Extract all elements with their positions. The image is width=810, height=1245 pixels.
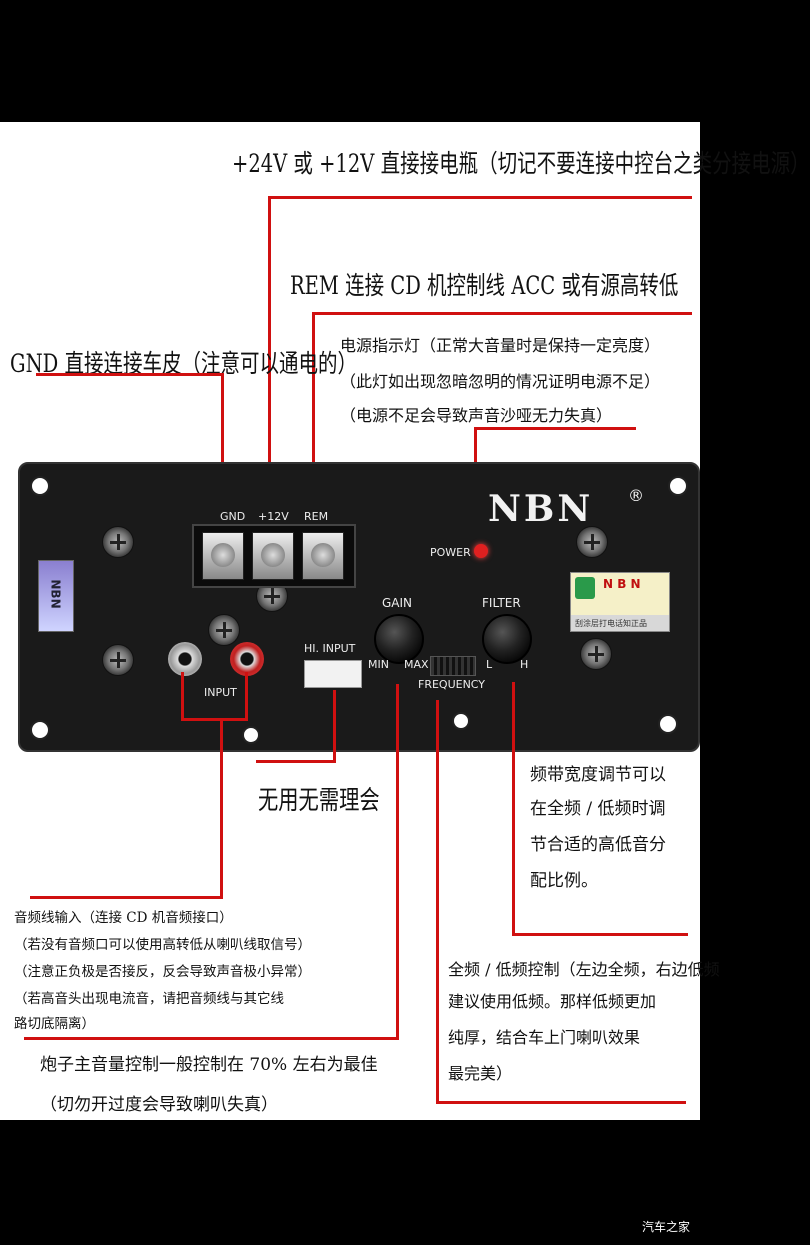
annotation-line (24, 1037, 399, 1040)
annotation-line (312, 312, 315, 496)
annotation-line (268, 196, 271, 496)
hi-input-connector[interactable] (304, 660, 362, 688)
annotation-input-3: （注意正负极是否接反，反会导致声音极小异常） (14, 964, 311, 980)
annotation-line (220, 718, 223, 898)
terminal-rem-screw[interactable] (302, 532, 344, 580)
terminal-12v-screw[interactable] (252, 532, 294, 580)
annotation-input-1: 音频线输入（连接 CD 机音频接口） (14, 910, 233, 926)
frequency-label: FREQUENCY (418, 678, 486, 691)
screw-icon (102, 526, 134, 558)
annotation-hi-input: 无用无需理会 (258, 786, 380, 816)
annotation-line (396, 684, 399, 1040)
input-label: INPUT (204, 686, 237, 699)
annotation-frequency-3: 节合适的高低音分 (530, 835, 666, 855)
annotation-line (221, 373, 224, 496)
watermark: 汽车之家 (641, 1220, 690, 1234)
sticker-logo-icon (575, 577, 595, 599)
mount-hole (30, 476, 50, 496)
terminal-rem-label: REM (304, 510, 329, 523)
hi-input-label: HI. INPUT (304, 642, 356, 655)
filter-h-label: H (520, 658, 529, 671)
power-led (474, 544, 488, 558)
product-diagram: +24V 或 +12V 直接接电瓶（切记不要连接中控台之类分接电源） REM 连… (0, 122, 810, 1120)
annotation-line (256, 760, 336, 763)
side-label: NBN (38, 560, 74, 632)
mount-hole (668, 476, 688, 496)
mount-hole (242, 726, 260, 744)
annotation-gain-1: 炮子主音量控制一般控制在 70% 左右为最佳 (40, 1055, 378, 1075)
rca-input-left[interactable] (168, 642, 202, 676)
annotation-rem: REM 连接 CD 机控制线 ACC 或有源高转低 (290, 271, 679, 300)
annotation-line (245, 672, 248, 720)
annotation-gain-2: （切勿开过度会导致喇叭失真） (40, 1095, 278, 1115)
registered-mark: ® (628, 486, 644, 505)
annotation-power-supply: +24V 或 +12V 直接接电瓶（切记不要连接中控台之类分接电源） (232, 149, 810, 178)
screw-icon (576, 526, 608, 558)
annotation-line (512, 682, 515, 936)
annotation-line (476, 427, 636, 430)
screw-icon (208, 614, 240, 646)
annotation-input-5: 路切底隔离） (14, 1016, 95, 1032)
warranty-sticker: N B N 刮涂层打电话知正品 (570, 572, 670, 632)
annotation-line (512, 933, 688, 936)
annotation-filter-4: 最完美） (448, 1064, 513, 1083)
mount-hole (452, 712, 470, 730)
gain-label: GAIN (382, 596, 413, 610)
terminal-gnd-screw[interactable] (202, 532, 244, 580)
annotation-filter-1: 全频 / 低频控制（左边全频，右边低频 (448, 960, 720, 979)
annotation-line (333, 690, 336, 762)
annotation-line (314, 312, 692, 315)
amplifier-panel: NBN GND +12V REM NBN ® POWER N B N 刮涂层打电… (18, 462, 700, 752)
gain-knob[interactable] (374, 614, 424, 664)
annotation-line (436, 1101, 686, 1104)
terminal-gnd-label: GND (220, 510, 246, 523)
gain-min-label: MIN (368, 658, 389, 671)
annotation-line (181, 718, 248, 721)
annotation-line (30, 896, 223, 899)
brand-logo: NBN (488, 488, 594, 530)
annotation-frequency-4: 配比例。 (530, 871, 598, 891)
filter-knob[interactable] (482, 614, 532, 664)
annotation-power-led-3: （电源不足会导致声音沙哑无力失真） (340, 406, 613, 425)
gain-max-label: MAX (404, 658, 429, 671)
power-terminal-block[interactable] (192, 524, 356, 588)
screw-icon (580, 638, 612, 670)
annotation-line (436, 700, 439, 1104)
annotation-line (270, 196, 692, 199)
annotation-power-led-1: 电源指示灯（正常大音量时是保持一定亮度） (340, 336, 661, 355)
annotation-power-led-2: （此灯如出现忽暗忽明的情况证明电源不足） (340, 372, 661, 391)
annotation-frequency-1: 频带宽度调节可以 (530, 765, 666, 785)
annotation-input-2: （若没有音频口可以使用高转低从喇叭线取信号） (14, 937, 311, 953)
mount-hole (658, 714, 678, 734)
filter-l-label: L (486, 658, 493, 671)
annotation-line (181, 672, 184, 720)
frequency-switch[interactable] (430, 656, 476, 676)
annotation-filter-3: 纯厚，结合车上门喇叭效果 (448, 1028, 641, 1047)
screw-icon (102, 644, 134, 676)
annotation-frequency-2: 在全频 / 低频时调 (530, 799, 666, 819)
power-label: POWER (430, 546, 471, 559)
annotation-line (36, 373, 224, 376)
annotation-input-4: （若高音头出现电流音，请把音频线与其它线 (14, 991, 284, 1007)
rca-input-right[interactable] (230, 642, 264, 676)
terminal-12v-label: +12V (258, 510, 289, 523)
mount-hole (30, 720, 50, 740)
annotation-filter-2: 建议使用低频。那样低频更加 (448, 992, 657, 1011)
filter-label: FILTER (482, 596, 521, 610)
